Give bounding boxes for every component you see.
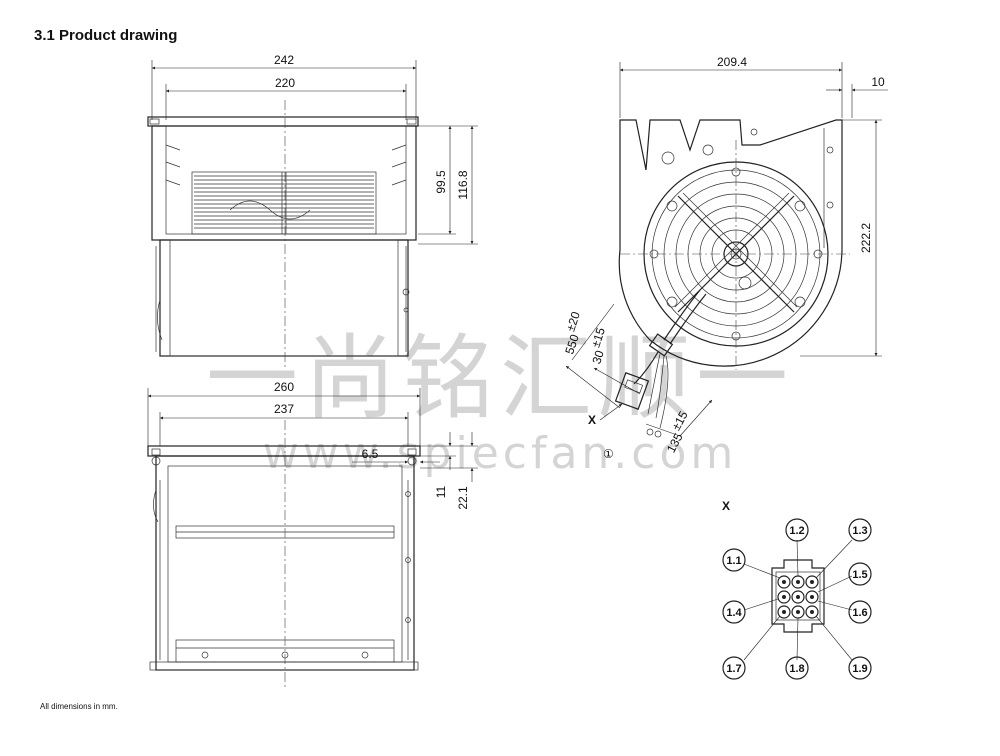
pin-label-1-5: 1.5 [848, 562, 872, 586]
connector-detail: X 1.1 1.2 [722, 499, 872, 680]
pin-label-1-9: 1.9 [848, 656, 872, 680]
watermark-chinese: 一尚铭汇顺一 [206, 325, 794, 432]
dim-cable-length: 550 [562, 332, 582, 356]
pin-label-1-6: 1.6 [848, 600, 872, 624]
dim-top-height-a: 99.5 [434, 170, 448, 194]
dim-side-flange: 10 [871, 75, 885, 89]
svg-text:1.2: 1.2 [789, 525, 804, 537]
watermark-url: www.spiecfan.com [263, 428, 738, 479]
dim-bottom-inner-width: 237 [274, 402, 294, 416]
pin-label-1-7: 1.7 [722, 656, 746, 680]
view-x-marker: X [588, 413, 596, 427]
svg-text:1.8: 1.8 [789, 663, 804, 675]
pin-label-1-4: 1.4 [722, 600, 746, 624]
pin-label-1-8: 1.8 [785, 656, 809, 680]
dim-cable-strip-tol: ±15 [588, 326, 608, 350]
svg-text:1.6: 1.6 [852, 607, 867, 619]
dimensions-note: All dimensions in mm. [40, 702, 118, 711]
dim-bottom-height-a: 11 [434, 485, 448, 498]
dim-side-height: 222.2 [859, 223, 873, 253]
svg-text:1.1: 1.1 [726, 555, 741, 567]
dim-top-outer-width: 242 [274, 53, 294, 67]
dim-cable-strip: 30 [589, 348, 607, 365]
connector-pins [777, 575, 819, 619]
pin-label-1-3: 1.3 [848, 518, 872, 542]
svg-text:1.7: 1.7 [726, 663, 741, 675]
dim-cable-length-tol: ±20 [563, 310, 583, 334]
callout-1: ① [603, 447, 614, 461]
svg-text:1.4: 1.4 [726, 607, 742, 619]
bottom-view: 260 237 6.5 11 22.1 [147, 380, 478, 688]
detail-x-label: X [722, 499, 730, 513]
pin-label-1-2: 1.2 [785, 518, 809, 542]
dim-top-height-b: 116.8 [456, 170, 470, 199]
impeller-blades [194, 172, 374, 234]
top-view: 242 220 99.5 116.8 [147, 53, 478, 370]
svg-text:1.9: 1.9 [852, 663, 867, 675]
dim-bottom-outer-width: 260 [274, 380, 294, 394]
dim-side-overall-width: 209.4 [717, 55, 747, 69]
dim-bottom-height-b: 22.1 [456, 486, 470, 510]
side-view: 209.4 10 222.2 550 ±20 30 ±15 135 ±15 X [562, 55, 888, 461]
dim-bottom-offset: 6.5 [362, 447, 379, 461]
dim-top-inner-width: 220 [275, 76, 295, 90]
page-title: 3.1 Product drawing [34, 27, 178, 44]
pin-label-1-1: 1.1 [722, 548, 746, 572]
svg-text:1.5: 1.5 [852, 569, 867, 581]
svg-text:1.3: 1.3 [852, 525, 867, 537]
